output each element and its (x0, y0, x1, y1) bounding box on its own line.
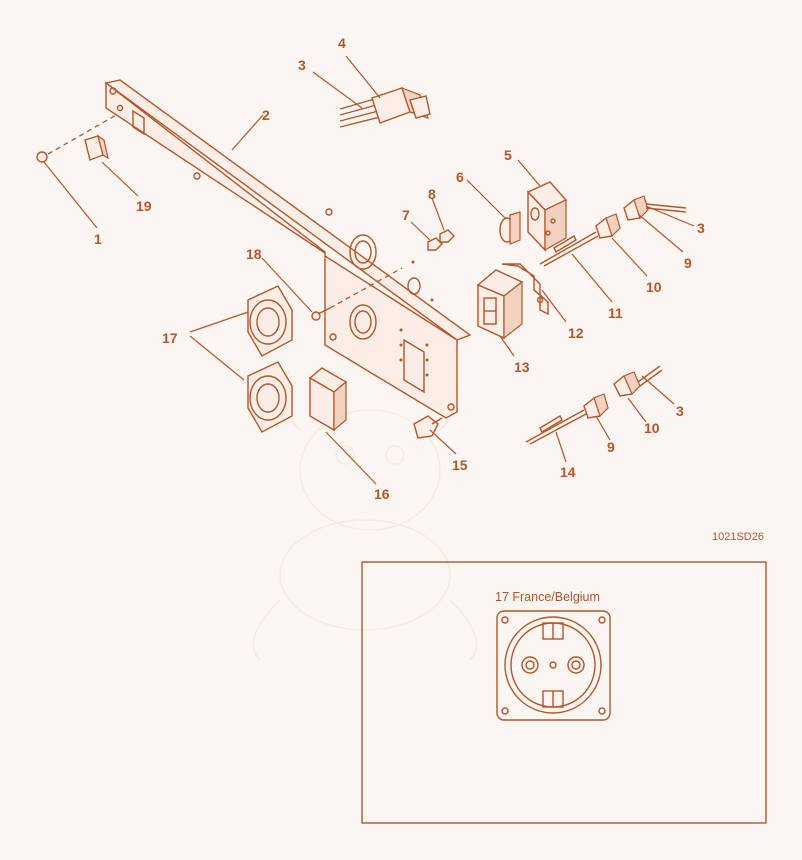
nut-part-7 (427, 237, 443, 251)
bracket-part-12 (501, 263, 549, 316)
harness-right-lower (525, 365, 663, 445)
callout-12: 12 (568, 325, 584, 341)
inset-box: 17 France/Belgium (361, 561, 767, 824)
callout-8: 8 (428, 186, 436, 202)
inset-title: 17 France/Belgium (495, 590, 600, 604)
callout-14: 14 (560, 464, 576, 480)
leader-lines (43, 55, 695, 485)
drawing-code: 1021SD26 (712, 531, 764, 543)
screw-part-1 (36, 113, 119, 163)
nut-part-8 (439, 229, 455, 243)
callout-17: 17 (162, 330, 178, 346)
callout-6: 6 (456, 169, 464, 185)
box-part-16 (308, 367, 348, 432)
callouts: 1 2 3 4 5 6 7 8 3 9 10 11 12 13 18 17 19… (94, 35, 764, 543)
switch-part-13 (476, 269, 524, 340)
breaker-cap-part-6 (499, 211, 521, 245)
ground-terminal-part-15 (413, 415, 443, 439)
callout-18: 18 (246, 246, 262, 262)
callout-9-lower: 9 (607, 439, 615, 455)
callout-10-lower: 10 (644, 420, 660, 436)
callout-1: 1 (94, 231, 102, 247)
clip-part-19 (84, 134, 109, 161)
callout-3-top: 3 (298, 57, 306, 73)
callout-9-upper: 9 (684, 255, 692, 271)
callout-7: 7 (402, 207, 410, 223)
callout-5: 5 (504, 147, 512, 163)
callout-15: 15 (452, 457, 468, 473)
callout-13: 13 (514, 359, 530, 375)
callout-3-right-lower: 3 (676, 403, 684, 419)
france-belgium-outlet-icon (496, 610, 611, 721)
callout-11: 11 (608, 305, 623, 321)
outlet-upper-part-17 (247, 285, 293, 357)
callout-4: 4 (338, 35, 346, 51)
callout-10-upper: 10 (646, 279, 662, 295)
harness-right-upper (539, 195, 687, 267)
outlet-lower-part-17 (247, 361, 293, 433)
control-panel-plate (104, 79, 472, 419)
screw-part-18 (311, 267, 403, 321)
circuit-breaker-part-5 (526, 181, 568, 252)
harness-top (339, 86, 431, 128)
callout-19: 19 (136, 198, 152, 214)
callout-2: 2 (262, 107, 270, 123)
callout-16: 16 (374, 486, 390, 502)
callout-3-right-upper: 3 (697, 220, 705, 236)
